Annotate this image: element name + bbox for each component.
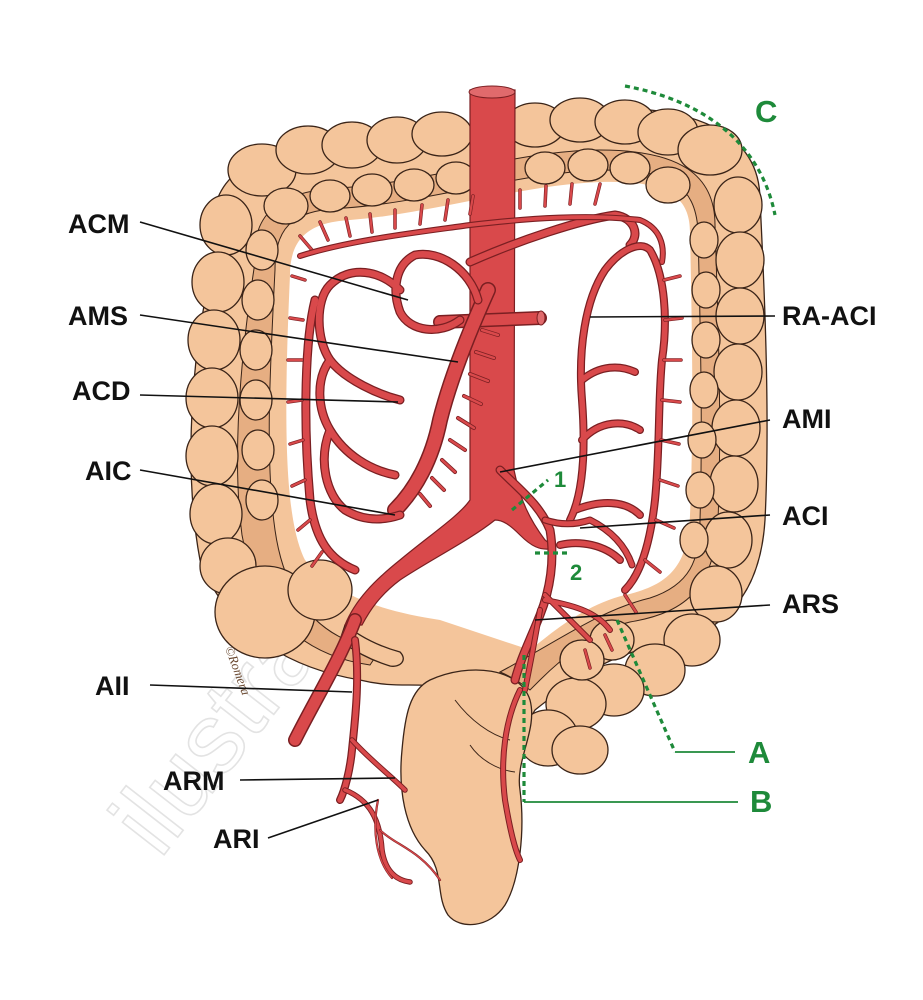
- colic-arcades-right: [286, 182, 666, 575]
- leader-acm: [139, 221, 409, 301]
- leader-ami: [499, 419, 771, 473]
- green-markers: [510, 84, 777, 803]
- label-ars: ARS: [782, 589, 839, 619]
- marker-1-dash: [510, 478, 550, 512]
- leader-aii: [149, 684, 353, 693]
- leader-ams: [139, 314, 459, 363]
- leader-ars: [534, 604, 771, 621]
- ascending-colon-haustra: [185, 194, 404, 667]
- label-arm: ARM: [163, 766, 225, 796]
- iliac-and-rectal-arteries: [288, 613, 442, 885]
- marker-c-arc: [624, 84, 777, 216]
- marker-label-b: B: [750, 784, 772, 819]
- leader-ra-aci: [589, 315, 776, 318]
- leader-aic: [139, 469, 396, 516]
- rectum: [400, 669, 533, 926]
- leader-ari: [267, 799, 379, 839]
- labels: ACM AMS ACD AIC AII ARM ARI RA-ACI AMI A…: [68, 94, 877, 854]
- marker-label-c: C: [755, 94, 777, 129]
- label-ami: AMI: [782, 404, 832, 434]
- superior-mesenteric-artery: [387, 282, 500, 518]
- marker-label-a: A: [748, 735, 770, 770]
- marker-label-1: 1: [554, 467, 566, 492]
- leader-arm: [239, 777, 396, 781]
- label-acm: ACM: [68, 209, 130, 239]
- label-ams: AMS: [68, 301, 128, 331]
- marker-label-2: 2: [570, 560, 582, 585]
- leader-aci: [579, 514, 771, 529]
- label-ra-aci: RA-ACI: [782, 301, 877, 331]
- leader-lines: [139, 221, 776, 839]
- label-acd: ACD: [72, 376, 131, 406]
- label-ari: ARI: [213, 824, 260, 854]
- descending-colon-haustra: [517, 176, 765, 775]
- label-aii: AII: [95, 671, 130, 701]
- label-aci: ACI: [782, 501, 829, 531]
- leader-acd: [139, 394, 399, 403]
- label-aic: AIC: [85, 456, 132, 486]
- marker-a-dash: [615, 619, 677, 753]
